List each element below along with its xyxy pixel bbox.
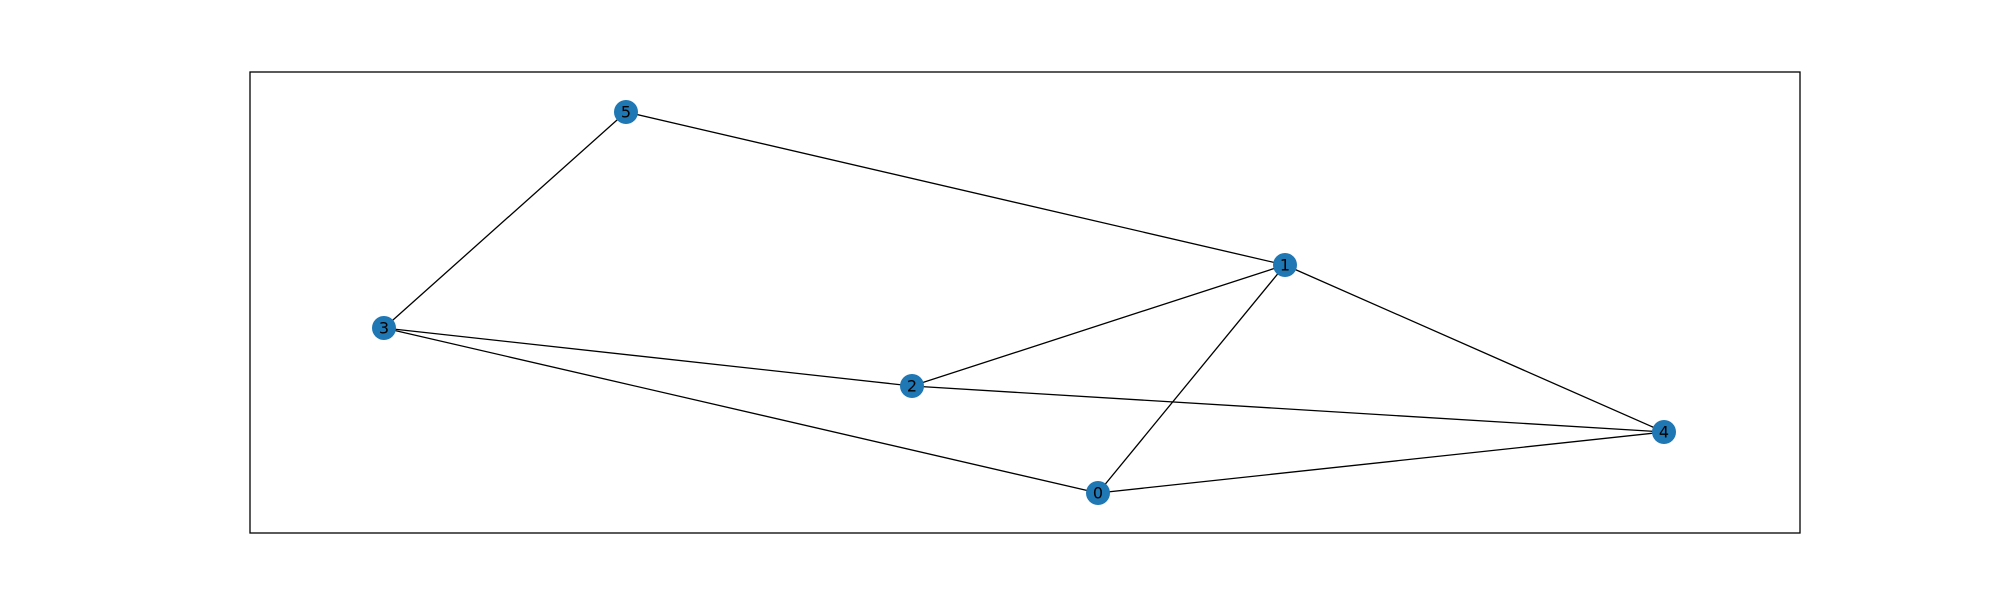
node-label-4: 4: [1659, 423, 1669, 442]
node-label-5: 5: [621, 103, 631, 122]
node-circle-4: [1652, 420, 1676, 444]
plot-frame: [249, 71, 1801, 534]
edge-layer: [383, 111, 1665, 494]
node-circle-2: [900, 374, 924, 398]
node-1: 1: [1273, 253, 1297, 277]
node-circle-3: [372, 316, 396, 340]
edge-1-0: [1097, 264, 1286, 494]
node-2: 2: [900, 374, 924, 398]
edge-5-3: [383, 111, 627, 329]
edge-2-4: [911, 385, 1665, 433]
node-3: 3: [372, 316, 396, 340]
node-0: 0: [1086, 481, 1110, 505]
edge-0-4: [1097, 431, 1665, 494]
node-circle-5: [614, 100, 638, 124]
node-label-1: 1: [1280, 256, 1290, 275]
edge-3-2: [383, 327, 913, 387]
node-4: 4: [1652, 420, 1676, 444]
node-circle-0: [1086, 481, 1110, 505]
node-circle-1: [1273, 253, 1297, 277]
node-label-3: 3: [379, 319, 389, 338]
edge-1-4: [1284, 264, 1665, 433]
edge-3-0: [383, 327, 1099, 494]
node-layer: 0 1 2 3 4 5: [372, 100, 1676, 505]
node-label-0: 0: [1093, 484, 1103, 503]
node-5: 5: [614, 100, 638, 124]
edge-5-1: [625, 111, 1286, 266]
node-label-2: 2: [907, 377, 917, 396]
edge-1-2: [911, 264, 1286, 387]
